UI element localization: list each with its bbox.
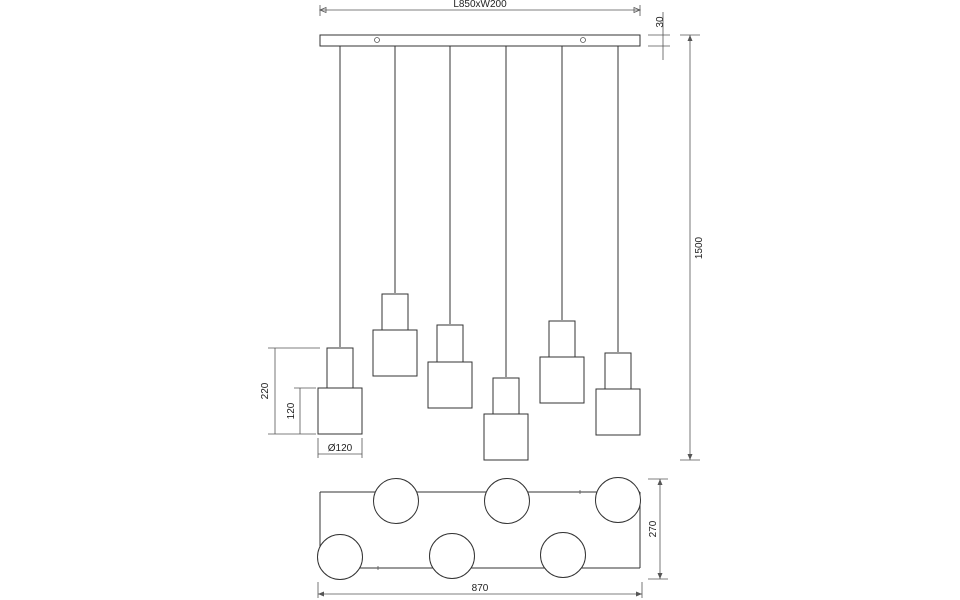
- pendant-4: [483, 46, 529, 461]
- pendant-2: [372, 46, 418, 377]
- canopy-height-dimension: 30: [648, 12, 670, 60]
- pendant-3: [427, 46, 473, 409]
- plan-width-dimension: 270: [648, 478, 668, 580]
- canopy-height-label: 30: [655, 16, 666, 28]
- total-height-label: 1500: [694, 236, 705, 259]
- plan-length-label: 870: [472, 583, 489, 594]
- pendant-1: [317, 46, 363, 435]
- canopy: [319, 34, 641, 47]
- plan-shade-2: [484, 478, 530, 524]
- plan-shade-5: [429, 533, 475, 579]
- plan-width-label: 270: [648, 520, 659, 537]
- shade-height-label: 220: [260, 382, 271, 399]
- plan-shade-1: [373, 478, 419, 524]
- plan-shade-3: [595, 477, 641, 523]
- pendant-5: [539, 46, 585, 404]
- shade-lower-height-dimension: 120: [286, 387, 316, 434]
- canopy-size-dimension: L850xW200: [318, 0, 642, 16]
- total-height-dimension: 1500: [680, 34, 705, 461]
- shade-height-dimension: 220: [260, 347, 320, 435]
- canopy-size-label: L850xW200: [453, 0, 507, 10]
- plan-length-dimension: 870: [317, 582, 643, 598]
- shade-lower-height-label: 120: [286, 402, 297, 419]
- pendant-6: [595, 46, 641, 436]
- plan-view: [317, 477, 641, 580]
- plan-shade-6: [540, 532, 586, 578]
- shade-diameter-label: Ø120: [328, 443, 353, 454]
- shade-diameter-dimension: Ø120: [317, 438, 363, 458]
- plan-shade-4: [317, 534, 363, 580]
